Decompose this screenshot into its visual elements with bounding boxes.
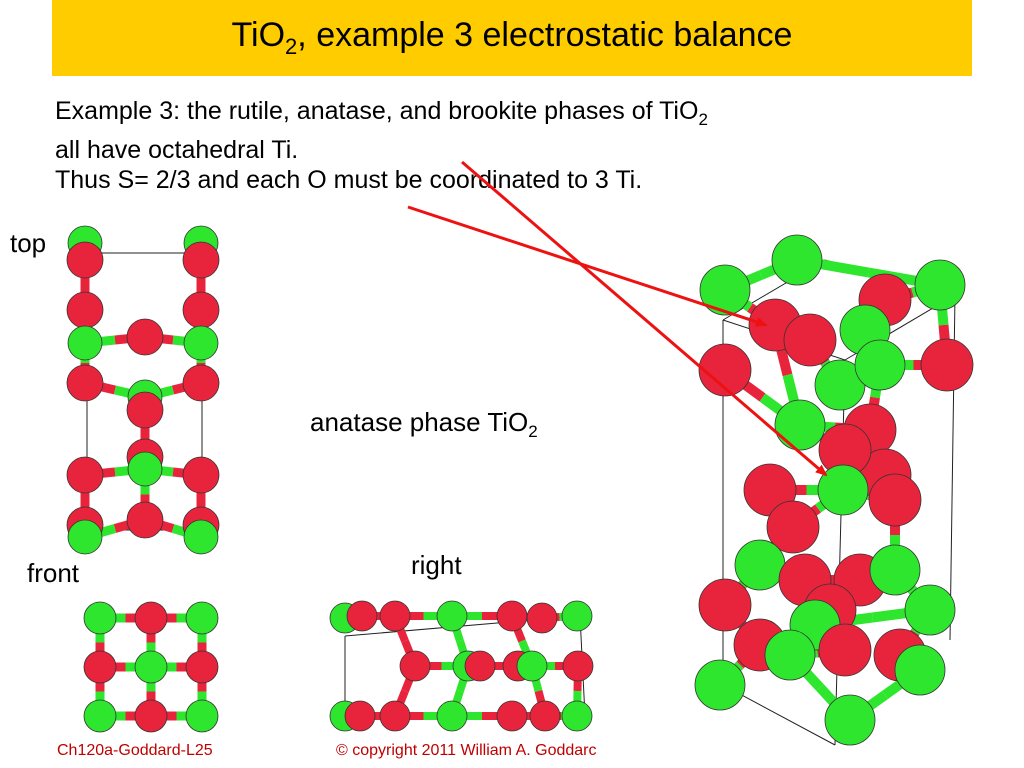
titanium-atom <box>817 464 869 516</box>
oxygen-atom <box>134 699 168 733</box>
slide-title: TiO2, example 3 electrostatic balance <box>231 16 793 59</box>
title-bar: TiO2, example 3 electrostatic balance <box>52 0 972 76</box>
oxygen-atom <box>526 602 558 634</box>
titanium-atom <box>854 339 906 391</box>
oxygen-atom <box>126 501 164 539</box>
titanium-atom <box>904 584 956 636</box>
oxygen-atom <box>698 343 752 397</box>
oxygen-atom <box>346 600 378 632</box>
oxygen-atom <box>399 650 431 682</box>
oxygen-atom <box>379 700 411 732</box>
oxygen-atom <box>126 318 164 356</box>
arrow-to-oxygen <box>407 205 768 327</box>
oxygen-atom <box>562 650 594 682</box>
oxygen-atom <box>134 601 168 635</box>
oxygen-atom <box>379 600 411 632</box>
titanium-atom <box>824 694 876 746</box>
oxygen-atom <box>66 364 104 402</box>
titanium-atom <box>183 519 219 555</box>
footer-course: Ch120a-Goddard-L25 <box>57 742 213 759</box>
intro-line-3: Thus S= 2/3 and each O must be coordinat… <box>55 166 643 194</box>
titanium-atom <box>699 264 751 316</box>
oxygen-atom <box>66 456 104 494</box>
oxygen-atom <box>698 578 752 632</box>
titanium-atom <box>67 519 103 555</box>
view-label-top: top <box>10 228 47 258</box>
titanium-atom <box>894 644 946 696</box>
oxygen-atom <box>868 473 922 527</box>
front-view-structure <box>83 601 219 733</box>
titanium-atom <box>436 600 468 632</box>
titanium-atom <box>914 259 966 311</box>
titanium-atom <box>185 699 219 733</box>
perspective-unit-cell <box>694 234 974 746</box>
titanium-atom <box>774 399 826 451</box>
oxygen-atom <box>126 391 164 429</box>
titanium-atom <box>185 601 219 635</box>
oxygen-atom <box>818 623 872 677</box>
titanium-atom <box>694 659 746 711</box>
titanium-atom <box>771 234 823 286</box>
oxygen-atom <box>766 500 820 554</box>
titanium-atom <box>516 650 548 682</box>
view-label-front: front <box>27 558 80 588</box>
footer-copyright: © copyright 2011 William A. Goddarc <box>336 742 597 759</box>
oxygen-atom <box>66 241 104 279</box>
oxygen-atom <box>83 650 117 684</box>
titanium-atom <box>869 544 921 596</box>
oxygen-atom <box>783 313 837 367</box>
oxygen-atom <box>529 700 561 732</box>
titanium-atom <box>183 325 219 361</box>
titanium-atom <box>561 600 593 632</box>
top-view-structure <box>66 225 220 555</box>
oxygen-atom <box>185 650 219 684</box>
oxygen-atom <box>464 650 496 682</box>
titanium-atom <box>436 700 468 732</box>
view-label-right: right <box>411 550 462 580</box>
titanium-atom <box>127 451 163 487</box>
oxygen-atom <box>496 700 528 732</box>
intro-line-2: all have octahedral Ti. <box>55 136 299 164</box>
oxygen-atom <box>344 700 376 732</box>
right-view-structure <box>329 600 594 732</box>
oxygen-atom <box>182 241 220 279</box>
intro-line-1: Example 3: the rutile, anatase, and broo… <box>55 97 708 129</box>
arrow-to-titanium <box>461 160 828 477</box>
anatase-phase-label: anatase phase TiO2 <box>310 407 538 442</box>
oxygen-atom <box>920 338 974 392</box>
titanium-atom <box>561 700 593 732</box>
oxygen-atom <box>182 364 220 402</box>
titanium-atom <box>83 699 117 733</box>
titanium-atom <box>67 325 103 361</box>
titanium-atom <box>134 650 168 684</box>
titanium-atom <box>83 601 117 635</box>
oxygen-atom <box>182 456 220 494</box>
titanium-atom <box>764 629 816 681</box>
intro-text: Example 3: the rutile, anatase, and broo… <box>55 96 975 195</box>
